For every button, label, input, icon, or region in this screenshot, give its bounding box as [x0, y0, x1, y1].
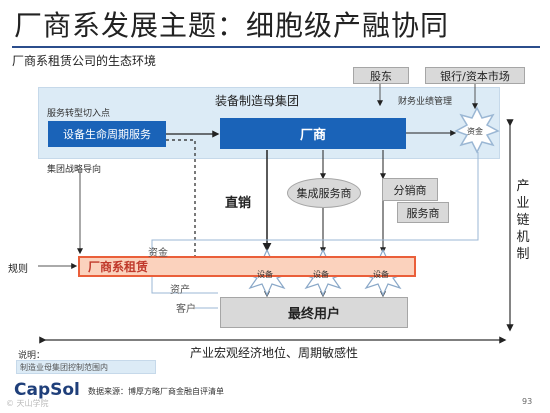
service-entry-label: 服务转型切入点 — [47, 109, 111, 119]
page-number: 93 — [522, 397, 533, 406]
macro-axis-label: 产业宏观经济地位、周期敏感性 — [190, 346, 359, 360]
title-divider — [12, 46, 540, 48]
note-box: 制造业母集团控制范围内 — [16, 360, 156, 374]
strategy-label: 集团战略导向 — [47, 165, 102, 175]
page-title: 厂商系发展主题：细胞级产融协同 — [14, 9, 450, 42]
note-label: 说明： — [18, 351, 46, 361]
direct-sale-label: 直销 — [225, 196, 252, 211]
rules-label: 规则 — [8, 264, 28, 275]
capital-star — [454, 106, 500, 154]
equipment-label-1: 设备 — [257, 270, 273, 279]
dashed-service-arrow — [166, 139, 250, 267]
capsol-logo: CapSol — [14, 380, 80, 400]
distributor-box: 分销商 — [382, 178, 438, 201]
banks-box: 银行/资本市场 — [425, 67, 525, 84]
manufacturer-box: 厂商 — [220, 118, 406, 149]
assets-line — [151, 277, 218, 294]
integrator-box: 集成服务商 — [287, 178, 361, 208]
equipment-label-2: 设备 — [313, 270, 329, 279]
end-user-box: 最终用户 — [220, 297, 408, 328]
page-subtitle: 厂商系租赁公司的生态环境 — [12, 54, 157, 68]
capital-label: 资金 — [467, 127, 483, 136]
source-note: 数据来源：博厚方略厂商金融自评清单 — [88, 387, 224, 396]
shareholders-box: 股东 — [353, 67, 409, 84]
capital-flow-line — [151, 152, 479, 255]
customers-label: 客户 — [176, 304, 196, 315]
watermark: © 天山学院 — [6, 399, 49, 408]
equipment-label-3: 设备 — [373, 270, 389, 279]
service-provider-box: 服务商 — [397, 202, 449, 223]
assets-label: 资产 — [170, 285, 190, 296]
industry-chain-label: 产 业 链 机 制 — [516, 179, 530, 262]
lease-box: 厂商系租赁 — [78, 256, 416, 277]
funds-label: 资金 — [148, 248, 168, 259]
finance-mgmt-label: 财务业绩管理 — [398, 97, 453, 107]
lifecycle-service-box: 设备生命周期服务 — [48, 121, 166, 147]
parent-group-label: 装备制造母集团 — [215, 94, 300, 108]
